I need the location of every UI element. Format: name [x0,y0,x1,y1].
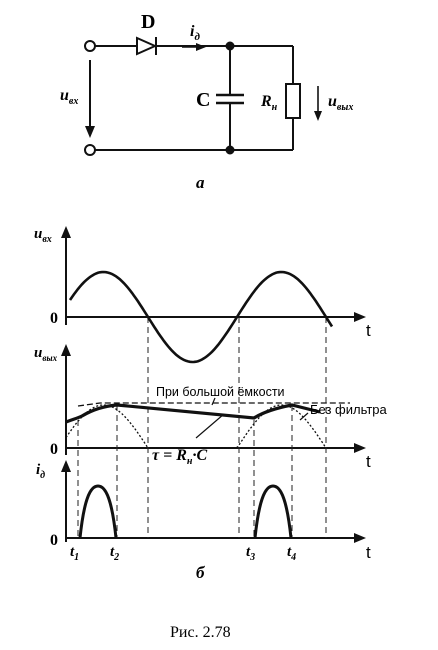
output-voltage-arrow [314,86,322,121]
current-arrow [182,43,206,51]
input-voltage-label: uвх [60,87,78,107]
input-terminal-top [84,40,96,52]
output-voltage-label: uвых [328,93,353,113]
resistor-label: Rн [260,93,278,113]
output-y-label: uвых [34,345,58,363]
plots-caption: б [196,563,206,582]
tick-t1: t1 [70,544,79,563]
input-terminal-bottom [84,144,96,156]
annotation-large-capacitance: При большой ёмкости [156,385,285,399]
input-sine-wave [68,270,334,364]
large-capacitance-level [77,402,350,407]
diode-label: D [141,11,155,33]
resistor-symbol [285,46,301,150]
tick-t3: t3 [246,544,255,563]
current-x-label: t [366,543,371,562]
output-x-label: t [366,452,371,471]
current-pulse-2 [253,484,293,539]
circuit-diagram [84,36,322,156]
capacitor-label: C [196,89,210,111]
tick-t4: t4 [287,544,296,563]
input-y-label: uвх [34,226,52,245]
annotation-no-filter: Без фильтра [310,402,388,417]
current-pulse-1 [78,484,118,539]
time-constant-formula: τ = Rн·C [152,447,207,467]
tick-t2: t2 [110,544,119,563]
filtered-output [65,403,321,424]
annotation-leaders [195,397,309,439]
circuit-caption: а [196,173,205,192]
input-zero-label: 0 [50,310,58,327]
time-guides [77,317,327,538]
output-zero-label: 0 [50,441,58,458]
input-voltage-arrow [85,60,95,138]
diode-symbol [136,36,158,56]
capacitor-symbol [216,46,244,150]
current-zero-label: 0 [50,532,58,549]
figure-caption: Рис. 2.78 [170,624,231,641]
current-y-label: iд [36,462,45,481]
input-x-label: t [366,321,371,340]
current-label: iд [190,23,200,43]
